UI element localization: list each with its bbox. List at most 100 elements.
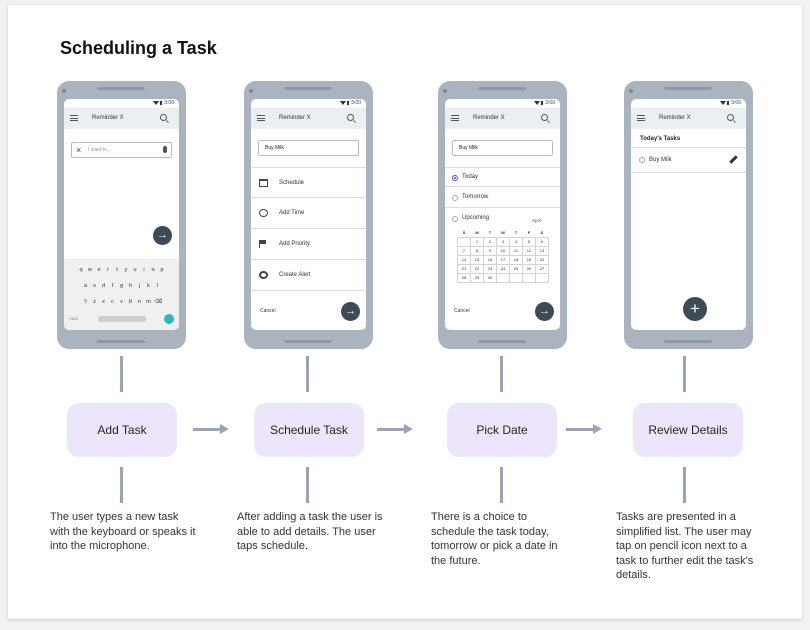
calendar-day[interactable]: 21 [457, 263, 471, 274]
calendar-day[interactable]: 5 [522, 236, 536, 247]
key[interactable]: h [128, 283, 133, 289]
key[interactable]: y [124, 267, 128, 273]
key[interactable]: j [138, 283, 141, 289]
speaker-bar [478, 87, 526, 90]
calendar-day[interactable]: 30 [483, 272, 497, 283]
search-icon[interactable] [160, 114, 167, 121]
calendar-day[interactable]: 26 [522, 263, 536, 274]
calendar-day[interactable]: 16 [483, 254, 497, 265]
key[interactable]: w [88, 267, 92, 273]
cancel-button[interactable]: Cancel [454, 308, 470, 314]
calendar-day[interactable]: 2 [483, 236, 497, 247]
next-arrow-button[interactable]: → [535, 302, 554, 321]
cancel-button[interactable]: Cancel [260, 308, 276, 314]
task-row[interactable]: Buy Milk [631, 147, 746, 173]
calendar-day[interactable]: 1 [470, 236, 484, 247]
calendar-day[interactable]: 24 [496, 263, 510, 274]
calendar-day[interactable]: 7 [457, 245, 471, 256]
calendar-day[interactable]: 14 [457, 254, 471, 265]
key[interactable]: e [97, 267, 101, 273]
option-add-time[interactable]: Add Time [251, 198, 366, 229]
search-icon[interactable] [347, 114, 354, 121]
next-arrow-button[interactable]: → [153, 226, 172, 245]
calendar-day[interactable]: 28 [457, 272, 471, 283]
key[interactable]: n [137, 299, 142, 305]
calendar-day[interactable]: 12 [522, 245, 536, 256]
calendar-day[interactable]: 6 [535, 236, 549, 247]
clock-icon [259, 209, 268, 217]
calendar-day[interactable]: 25 [509, 263, 523, 274]
key[interactable]: t [116, 267, 118, 273]
option-add-priority[interactable]: Add Priority [251, 229, 366, 260]
key[interactable]: b [128, 299, 133, 305]
app-title: Reminder X [279, 115, 311, 121]
add-task-button[interactable]: + [683, 297, 707, 321]
calendar-day[interactable]: 8 [470, 245, 484, 256]
key[interactable]: p [160, 267, 164, 273]
option-schedule[interactable]: Schedule [251, 167, 366, 198]
choice-label: Upcoming [462, 215, 490, 221]
choice-upcoming[interactable]: Upcoming [445, 209, 560, 229]
option-create-alert[interactable]: Create Alert [251, 260, 366, 291]
key[interactable]: l [156, 283, 159, 289]
key[interactable]: u [133, 267, 137, 273]
page-title: Scheduling a Task [60, 38, 217, 58]
arrow-right [193, 424, 229, 434]
menu-icon[interactable] [637, 115, 645, 121]
calendar-day[interactable]: 11 [509, 245, 523, 256]
calendar-day[interactable]: 10 [496, 245, 510, 256]
backspace-icon[interactable]: ⌫ [154, 299, 163, 305]
calendar-day[interactable]: 18 [509, 254, 523, 265]
key[interactable]: d [101, 283, 106, 289]
spacebar[interactable] [98, 316, 146, 322]
calendar-day[interactable]: 29 [470, 272, 484, 283]
search-icon[interactable] [541, 114, 548, 121]
key[interactable]: a [83, 283, 88, 289]
key[interactable]: g [119, 283, 124, 289]
shift-icon[interactable]: ⇧ [83, 299, 88, 305]
key[interactable]: o [151, 267, 155, 273]
calendar-day[interactable]: 9 [483, 245, 497, 256]
task-input[interactable]: Buy Milk [258, 140, 359, 156]
calendar-day[interactable]: 27 [535, 263, 549, 274]
keyboard-mode-key[interactable]: ?123 [69, 316, 78, 321]
key[interactable]: f [111, 283, 114, 289]
key[interactable]: v [120, 299, 123, 305]
key[interactable]: c [111, 299, 114, 305]
task-input[interactable]: Buy Milk [452, 140, 553, 156]
choice-tomorrow[interactable]: Tomorrow [445, 188, 560, 208]
key[interactable]: x [102, 299, 105, 305]
go-icon[interactable] [164, 314, 174, 324]
key[interactable]: i [143, 267, 145, 273]
task-input[interactable]: × I want to... [71, 142, 172, 158]
key[interactable]: z [93, 299, 96, 305]
pencil-icon[interactable] [729, 155, 738, 164]
key[interactable]: q [79, 267, 83, 273]
calendar-day[interactable]: 23 [483, 263, 497, 274]
calendar-day[interactable]: 3 [496, 236, 510, 247]
key[interactable]: r [107, 267, 109, 273]
menu-icon[interactable] [451, 115, 459, 121]
connector-line [306, 356, 309, 392]
key[interactable]: k [147, 283, 150, 289]
microphone-icon[interactable] [163, 146, 167, 153]
menu-icon[interactable] [257, 115, 265, 121]
calendar-day[interactable]: 17 [496, 254, 510, 265]
key[interactable]: s [93, 283, 96, 289]
calendar-day[interactable]: 13 [535, 245, 549, 256]
radio-icon[interactable] [639, 157, 645, 163]
calendar-day[interactable]: 19 [522, 254, 536, 265]
search-icon[interactable] [727, 114, 734, 121]
choice-today[interactable]: Today [445, 167, 560, 187]
calendar-day[interactable]: 22 [470, 263, 484, 274]
calendar-day[interactable]: 15 [470, 254, 484, 265]
calendar-day[interactable]: 20 [535, 254, 549, 265]
next-arrow-button[interactable]: → [341, 302, 360, 321]
menu-icon[interactable] [70, 115, 78, 121]
close-icon[interactable]: × [76, 145, 82, 155]
key[interactable]: m [146, 299, 151, 305]
calendar-day[interactable]: 4 [509, 236, 523, 247]
